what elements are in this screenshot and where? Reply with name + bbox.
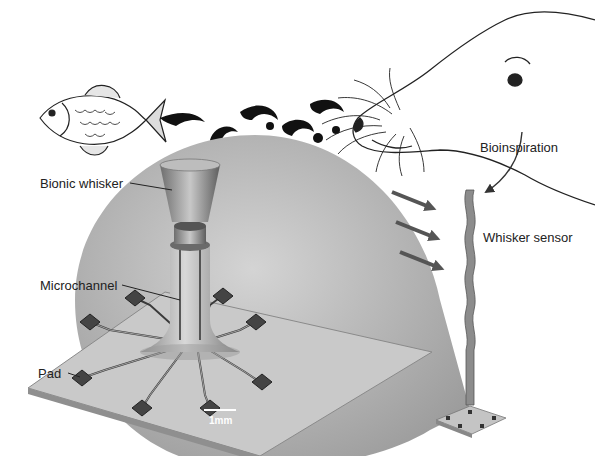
part-label: Pad <box>38 366 61 381</box>
whisker-sensor-model <box>436 190 506 438</box>
part-label: Bionic whisker <box>40 176 123 191</box>
chip-base <box>28 292 432 456</box>
bionic-whisker-model <box>140 159 240 360</box>
scale-bar <box>204 409 236 411</box>
part-label: Bioinspiration <box>480 140 558 155</box>
flow-arrows <box>392 192 440 268</box>
part-label: Microchannel <box>40 278 117 293</box>
part-label: Whisker sensor <box>483 230 573 245</box>
fish-drawing <box>40 85 166 155</box>
scale-label: 1mm <box>209 413 232 428</box>
